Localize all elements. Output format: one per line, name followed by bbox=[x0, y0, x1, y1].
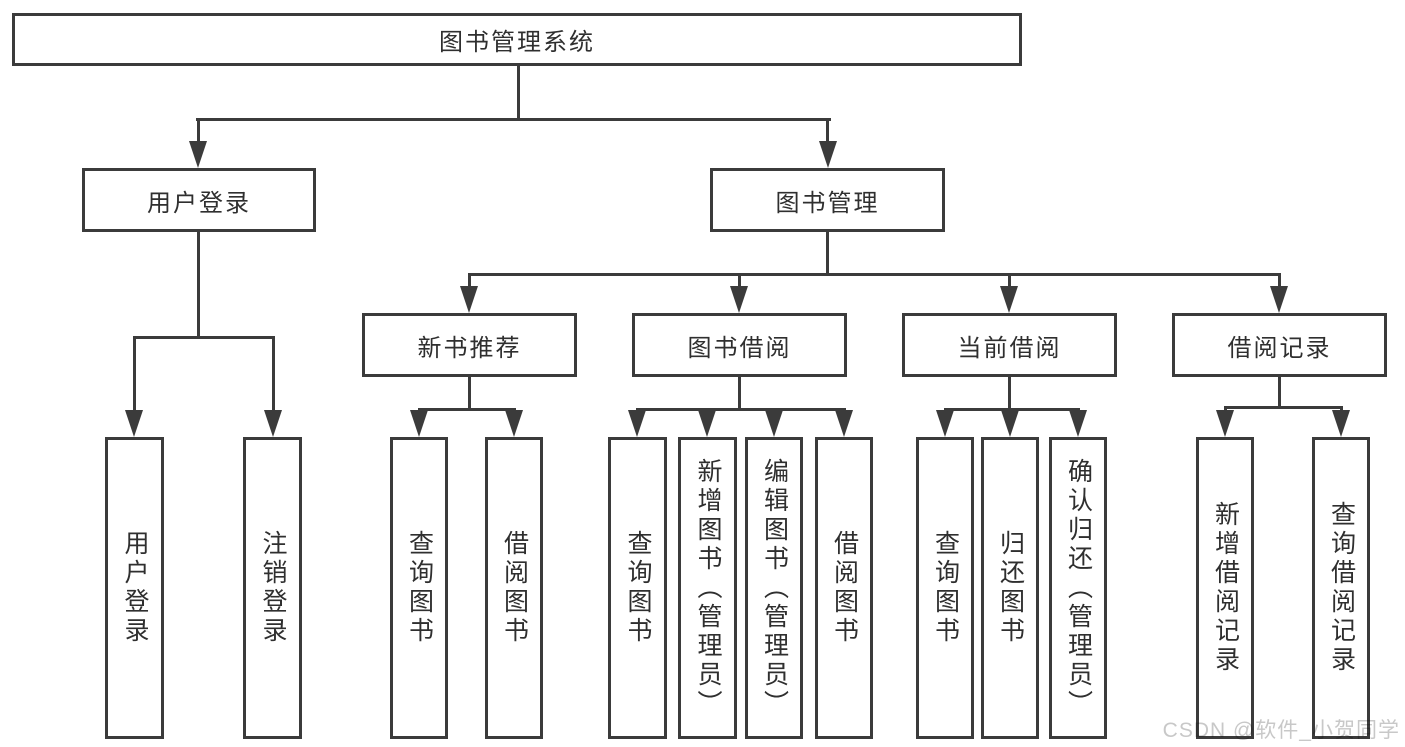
leaf-borrow-books-borrowing: 借阅图书 bbox=[815, 437, 873, 739]
node-label: 编辑图书（管理员） bbox=[760, 457, 789, 719]
edge-to-leaf-logout-shaft bbox=[272, 336, 275, 412]
node-user-login: 用户登录 bbox=[82, 168, 316, 232]
node-label: 查询图书 bbox=[405, 530, 434, 646]
edge-to-current-borrow-shaft bbox=[1008, 273, 1011, 288]
arrow-down-icon bbox=[1069, 410, 1087, 437]
node-label: 查询图书 bbox=[931, 530, 960, 646]
node-label: 借阅图书 bbox=[500, 530, 529, 646]
leaf-query-books-current: 查询图书 bbox=[916, 437, 974, 739]
arrow-down-icon bbox=[1270, 286, 1288, 313]
arrow-down-icon bbox=[264, 410, 282, 437]
node-label: 图书管理系统 bbox=[439, 29, 595, 56]
node-label: 注销登录 bbox=[259, 530, 287, 646]
leaf-borrow-books-recommend: 借阅图书 bbox=[485, 437, 543, 739]
leaf-confirm-return-admin: 确认归还（管理员） bbox=[1049, 437, 1107, 739]
leaf-user-login: 用户登录 bbox=[105, 437, 164, 739]
node-label: 借阅图书 bbox=[830, 530, 859, 646]
edge-root-to-book-mgmt-shaft bbox=[826, 118, 829, 145]
arrow-down-icon bbox=[628, 410, 646, 437]
csdn-watermark: CSDN @软件_小贺同学 bbox=[1162, 719, 1400, 742]
edge-current-borrow-hbar bbox=[944, 408, 1080, 411]
node-label: 当前借阅 bbox=[957, 334, 1062, 362]
arrow-down-icon bbox=[1216, 410, 1234, 437]
edge-to-leaf-user-login-shaft bbox=[133, 336, 136, 412]
node-book-management: 图书管理 bbox=[710, 168, 945, 232]
arrow-down-icon bbox=[819, 141, 837, 168]
leaf-return-books: 归还图书 bbox=[981, 437, 1039, 739]
arrow-down-icon bbox=[1000, 286, 1018, 313]
arrow-down-icon bbox=[1001, 410, 1019, 437]
arrow-down-icon bbox=[835, 410, 853, 437]
leaf-edit-book-admin: 编辑图书（管理员） bbox=[745, 437, 803, 739]
arrow-down-icon bbox=[730, 286, 748, 313]
leaf-logout-login: 注销登录 bbox=[243, 437, 302, 739]
edge-book-mgmt-hbar bbox=[468, 273, 1281, 276]
node-label: 查询图书 bbox=[624, 530, 652, 646]
arrow-down-icon bbox=[125, 410, 143, 437]
edge-root-to-user-login-shaft bbox=[197, 118, 200, 145]
arrow-down-icon bbox=[410, 410, 428, 437]
edge-user-login-hbar bbox=[133, 336, 275, 339]
arrow-down-icon bbox=[1332, 410, 1350, 437]
edge-book-borrow-stub bbox=[738, 377, 741, 408]
edge-borrow-record-stub bbox=[1278, 377, 1281, 406]
edge-to-new-book-shaft bbox=[468, 273, 471, 288]
node-library-management-system: 图书管理系统 bbox=[12, 13, 1022, 66]
edge-current-borrow-stub bbox=[1008, 377, 1011, 408]
leaf-add-borrow-record: 新增借阅记录 bbox=[1196, 437, 1254, 739]
edge-to-book-borrow-shaft bbox=[738, 273, 741, 288]
arrow-down-icon bbox=[936, 410, 954, 437]
leaf-query-books-recommend: 查询图书 bbox=[390, 437, 448, 739]
node-label: 用户登录 bbox=[147, 189, 251, 217]
node-new-book-recommend: 新书推荐 bbox=[362, 313, 577, 377]
node-label: 新增借阅记录 bbox=[1211, 501, 1240, 675]
edge-root-stub bbox=[517, 66, 520, 118]
node-label: 借阅记录 bbox=[1227, 334, 1332, 362]
node-label: 图书借阅 bbox=[687, 334, 792, 362]
arrow-down-icon bbox=[189, 141, 207, 168]
edge-new-book-stub bbox=[468, 377, 471, 408]
node-book-borrowing: 图书借阅 bbox=[632, 313, 847, 377]
leaf-query-books-borrowing: 查询图书 bbox=[608, 437, 667, 739]
arrow-down-icon bbox=[505, 410, 523, 437]
leaf-add-book-admin: 新增图书（管理员） bbox=[678, 437, 737, 739]
edge-to-borrow-record-shaft bbox=[1278, 273, 1281, 288]
node-label: 新增图书（管理员） bbox=[694, 457, 722, 719]
edge-user-login-stub bbox=[197, 232, 200, 336]
arrow-down-icon bbox=[460, 286, 478, 313]
leaf-query-borrow-record: 查询借阅记录 bbox=[1312, 437, 1370, 739]
edge-borrow-record-hbar bbox=[1224, 406, 1343, 409]
arrow-down-icon bbox=[765, 410, 783, 437]
node-label: 图书管理 bbox=[775, 189, 880, 217]
node-borrow-records: 借阅记录 bbox=[1172, 313, 1387, 377]
node-label: 确认归还（管理员） bbox=[1064, 457, 1093, 719]
node-current-borrowing: 当前借阅 bbox=[902, 313, 1117, 377]
node-label: 新书推荐 bbox=[417, 334, 522, 362]
node-label: 查询借阅记录 bbox=[1327, 501, 1356, 675]
edge-book-borrow-hbar bbox=[636, 408, 846, 411]
node-label: 归还图书 bbox=[996, 530, 1025, 646]
edge-root-hbar bbox=[196, 118, 831, 121]
edge-book-mgmt-stub bbox=[826, 232, 829, 273]
edge-new-book-hbar bbox=[418, 408, 516, 411]
arrow-down-icon bbox=[698, 410, 716, 437]
node-label: 用户登录 bbox=[121, 530, 149, 646]
